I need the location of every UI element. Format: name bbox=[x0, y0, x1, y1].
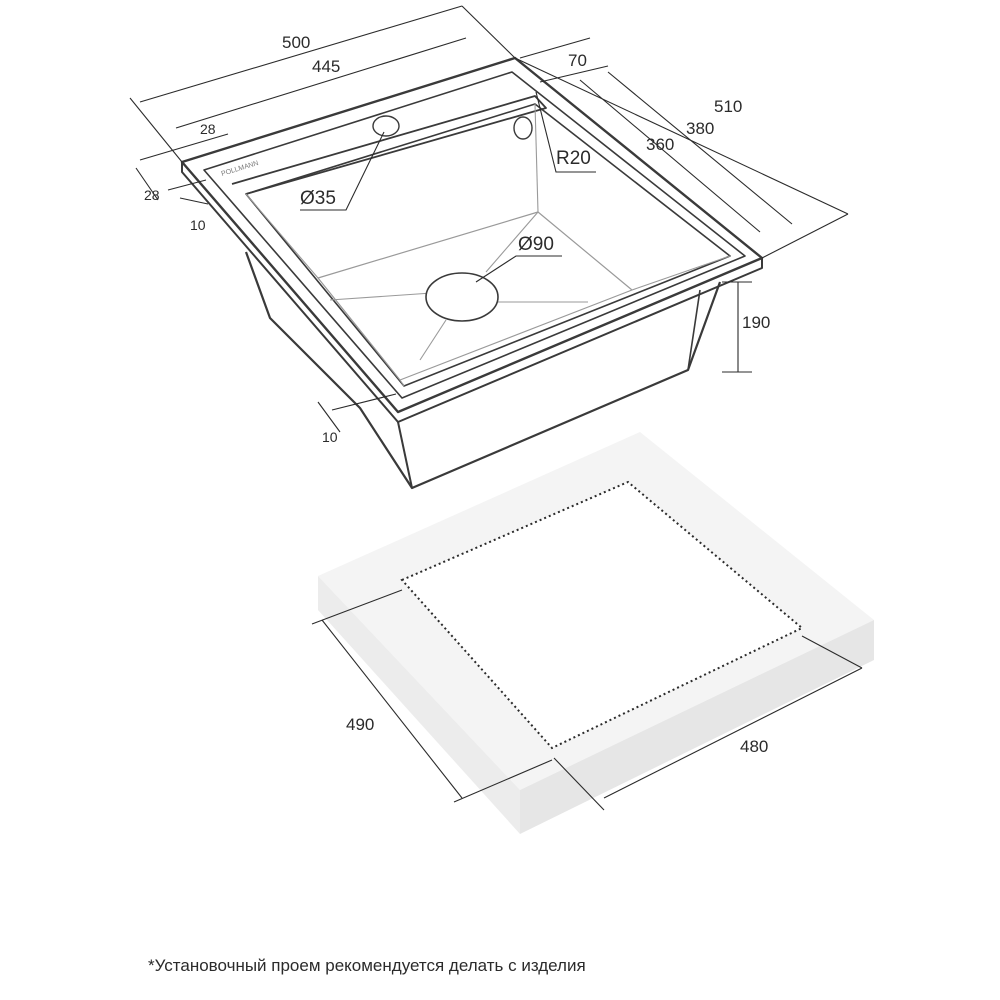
installation-footnote: *Установочный проем рекомендуется делать… bbox=[148, 956, 586, 975]
dim-corner-radius: R20 bbox=[556, 148, 591, 169]
dim-rim-back: 70 bbox=[568, 51, 587, 70]
cutout-dimension-labels: 490 480 bbox=[346, 715, 768, 756]
dim-rim-left: 28 bbox=[200, 121, 216, 137]
sink-dimension-labels: 500 445 28 28 10 70 510 380 360 R20 Ø35 … bbox=[144, 33, 770, 445]
sink-rim-inner bbox=[203, 71, 746, 399]
sink-back-deck bbox=[231, 95, 547, 195]
sink-bowl-vertical-right bbox=[687, 289, 701, 371]
dim-edge-left: 10 bbox=[190, 217, 206, 233]
cutout-dimension-lines bbox=[311, 589, 863, 811]
dim-drain: Ø90 bbox=[518, 234, 554, 255]
dim-overall-width: 500 bbox=[282, 33, 310, 52]
sink-body bbox=[180, 56, 764, 490]
overflow-hole bbox=[513, 116, 533, 140]
dim-edge-bottom: 10 bbox=[322, 429, 338, 445]
dim-tap-hole: Ø35 bbox=[300, 188, 336, 209]
sink-dimension-lines bbox=[129, 5, 849, 433]
sink-bowl-outside bbox=[244, 251, 722, 490]
dim-cutout-left: 490 bbox=[346, 715, 374, 734]
countertop-cutout bbox=[400, 480, 804, 750]
tap-hole bbox=[372, 115, 400, 137]
drain-hole bbox=[425, 272, 499, 322]
dim-rim-left-depth: 28 bbox=[144, 187, 160, 203]
dim-inner-width: 445 bbox=[312, 57, 340, 76]
dim-bowl-height: 190 bbox=[742, 313, 770, 332]
dim-mid-depth: 380 bbox=[686, 119, 714, 138]
sink-bowl-vertical-left bbox=[397, 421, 413, 489]
countertop-front-face bbox=[318, 576, 520, 834]
sink-bowl-slopes bbox=[245, 103, 731, 387]
countertop bbox=[318, 432, 874, 834]
dim-cutout-front: 480 bbox=[740, 737, 768, 756]
dim-overall-depth: 510 bbox=[714, 97, 742, 116]
dim-bowl-depth-top: 360 bbox=[646, 135, 674, 154]
countertop-right-face bbox=[520, 620, 874, 834]
